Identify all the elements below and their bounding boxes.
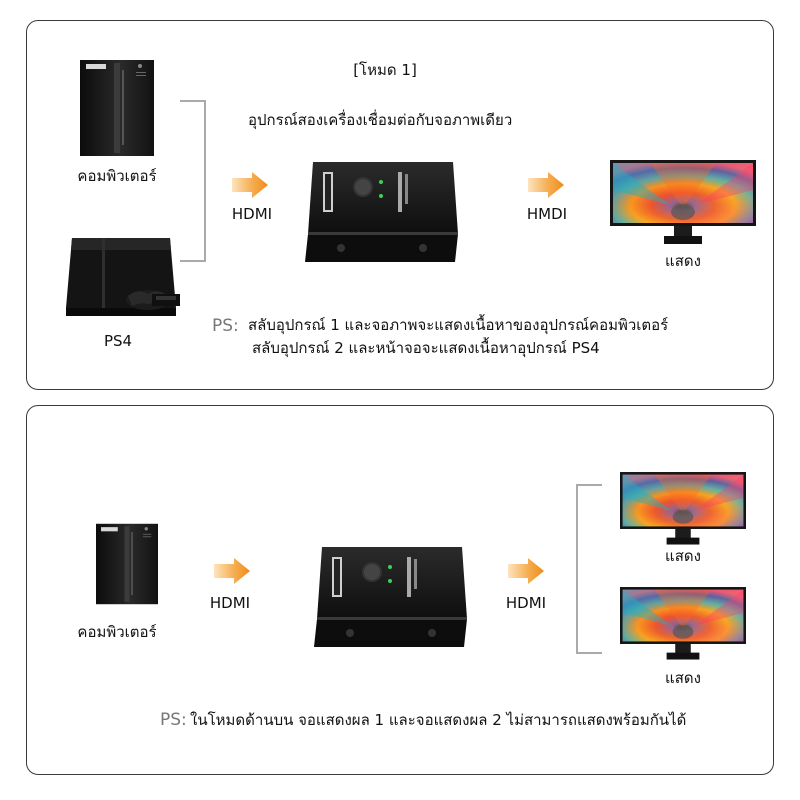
mode-label: [โหมด 1] bbox=[353, 61, 417, 79]
note-line-2: สลับอุปกรณ์ 2 และหน้าจอจะแสดงเนื้อหาอุปก… bbox=[252, 339, 600, 357]
bottom-note: ในโหมดด้านบน จอแสดงผล 1 และจอแสดงผล 2 ไม… bbox=[190, 711, 687, 729]
computer-label: คอมพิวเตอร์ bbox=[77, 623, 157, 641]
arrow-right-icon bbox=[528, 172, 564, 198]
hdmi-output-label: HDMI bbox=[505, 594, 547, 612]
hdmi-output-label: HMDI bbox=[526, 205, 568, 223]
note-line-1: สลับอุปกรณ์ 1 และจอภาพจะแสดงเนื้อหาของอุ… bbox=[248, 316, 669, 334]
arrow-right-icon bbox=[214, 558, 250, 584]
display-label: แสดง bbox=[665, 252, 701, 270]
hdmi-input-label: HDMI bbox=[231, 205, 273, 223]
hdmi-switch-icon bbox=[312, 547, 467, 647]
ps-prefix: PS: bbox=[160, 710, 187, 730]
monitor-icon bbox=[620, 585, 746, 665]
mode-description: อุปกรณ์สองเครื่องเชื่อมต่อกับจอภาพเดียว bbox=[248, 111, 513, 129]
output-bracket bbox=[576, 484, 602, 654]
monitor-icon bbox=[620, 470, 746, 550]
arrow-right-icon bbox=[232, 172, 268, 198]
pc-tower-icon bbox=[96, 514, 158, 614]
display-1-label: แสดง bbox=[665, 547, 701, 565]
arrow-right-icon bbox=[508, 558, 544, 584]
ps4-label: PS4 bbox=[103, 332, 133, 350]
ps4-console-icon bbox=[66, 236, 184, 324]
hdmi-switch-icon bbox=[303, 162, 458, 262]
input-bracket bbox=[180, 100, 206, 262]
hdmi-input-label: HDMI bbox=[209, 594, 251, 612]
computer-label: คอมพิวเตอร์ bbox=[77, 167, 157, 185]
pc-tower-icon bbox=[80, 60, 154, 156]
ps-prefix: PS: bbox=[212, 316, 239, 336]
monitor-icon bbox=[610, 160, 756, 248]
display-2-label: แสดง bbox=[665, 669, 701, 687]
